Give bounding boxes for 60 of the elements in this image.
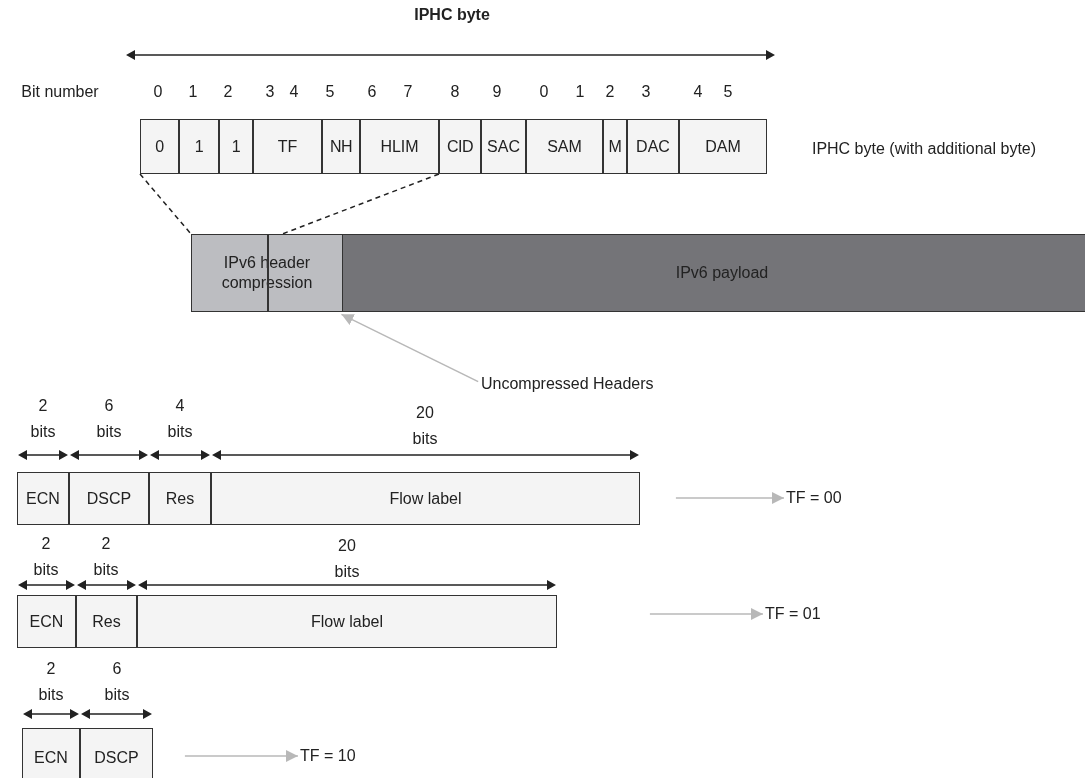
bit-field: 1: [179, 119, 219, 174]
bit-number: 4: [289, 82, 299, 102]
bit-width-label: 6 bits: [104, 659, 130, 705]
bit-number: 8: [450, 82, 460, 102]
bit-width-label: 20 bits: [334, 536, 360, 582]
bit-field: ECN: [17, 472, 69, 525]
bit-field: Flow label: [211, 472, 640, 525]
bit-number: 2: [223, 82, 233, 102]
arrow: [184, 750, 299, 762]
bit-number: 9: [492, 82, 502, 102]
bit-field: DSCP: [69, 472, 149, 525]
axis-label: Bit number: [21, 82, 99, 102]
arrow: [649, 608, 764, 620]
bit-field: ECN: [17, 595, 76, 648]
projection-line: [281, 173, 440, 235]
arrow: [340, 313, 479, 383]
annotation-text: TF = 01: [765, 602, 835, 626]
bit-field: SAC: [481, 119, 526, 174]
annotation-text: TF = 10: [300, 744, 370, 768]
bit-field: TF: [253, 119, 322, 174]
bit-number: 0: [153, 82, 163, 102]
bit-number: 0: [539, 82, 549, 102]
bit-field: HLIM: [360, 119, 439, 174]
bit-number: 7: [403, 82, 413, 102]
annotation-text: Uncompressed Headers: [481, 372, 671, 396]
bit-number: 3: [641, 82, 651, 102]
bit-width-label: 20 bits: [412, 403, 438, 449]
bit-field: SAM: [526, 119, 603, 174]
bit-field: NH: [322, 119, 360, 174]
bit-field: Flow label: [137, 595, 557, 648]
bit-field: CID: [439, 119, 481, 174]
bit-width-label: 2 bits: [93, 534, 119, 580]
projection-line: [139, 173, 192, 235]
bit-width-label: 2 bits: [30, 396, 56, 442]
bit-number: 5: [723, 82, 733, 102]
bit-number: 1: [575, 82, 585, 102]
bit-width-label: 4 bits: [167, 396, 193, 442]
bit-number: 6: [367, 82, 377, 102]
bit-field: 1: [219, 119, 253, 174]
bit-number: 4: [693, 82, 703, 102]
bit-field: Res: [149, 472, 211, 525]
bit-field: DAC: [627, 119, 679, 174]
bit-field: Res: [76, 595, 137, 648]
bit-field: DAM: [679, 119, 767, 174]
payload-block: IPv6 payload: [342, 234, 1085, 312]
bit-number: 2: [605, 82, 615, 102]
annotation-text: TF = 00: [786, 486, 856, 510]
arrow: [675, 492, 785, 504]
bit-width-label: 2 bits: [38, 659, 64, 705]
bit-field: 0: [140, 119, 179, 174]
bit-number: 3: [265, 82, 275, 102]
heading: IPHC byte: [414, 5, 490, 25]
bit-width-label: 2 bits: [33, 534, 59, 580]
bit-number: 5: [325, 82, 335, 102]
bit-field: M: [603, 119, 627, 174]
bit-field: DSCP: [80, 728, 153, 778]
field-caption: IPHC byte (with additional byte): [811, 139, 1037, 159]
bit-field: ECN: [22, 728, 80, 778]
bit-width-label: 6 bits: [96, 396, 122, 442]
bit-number: 1: [188, 82, 198, 102]
